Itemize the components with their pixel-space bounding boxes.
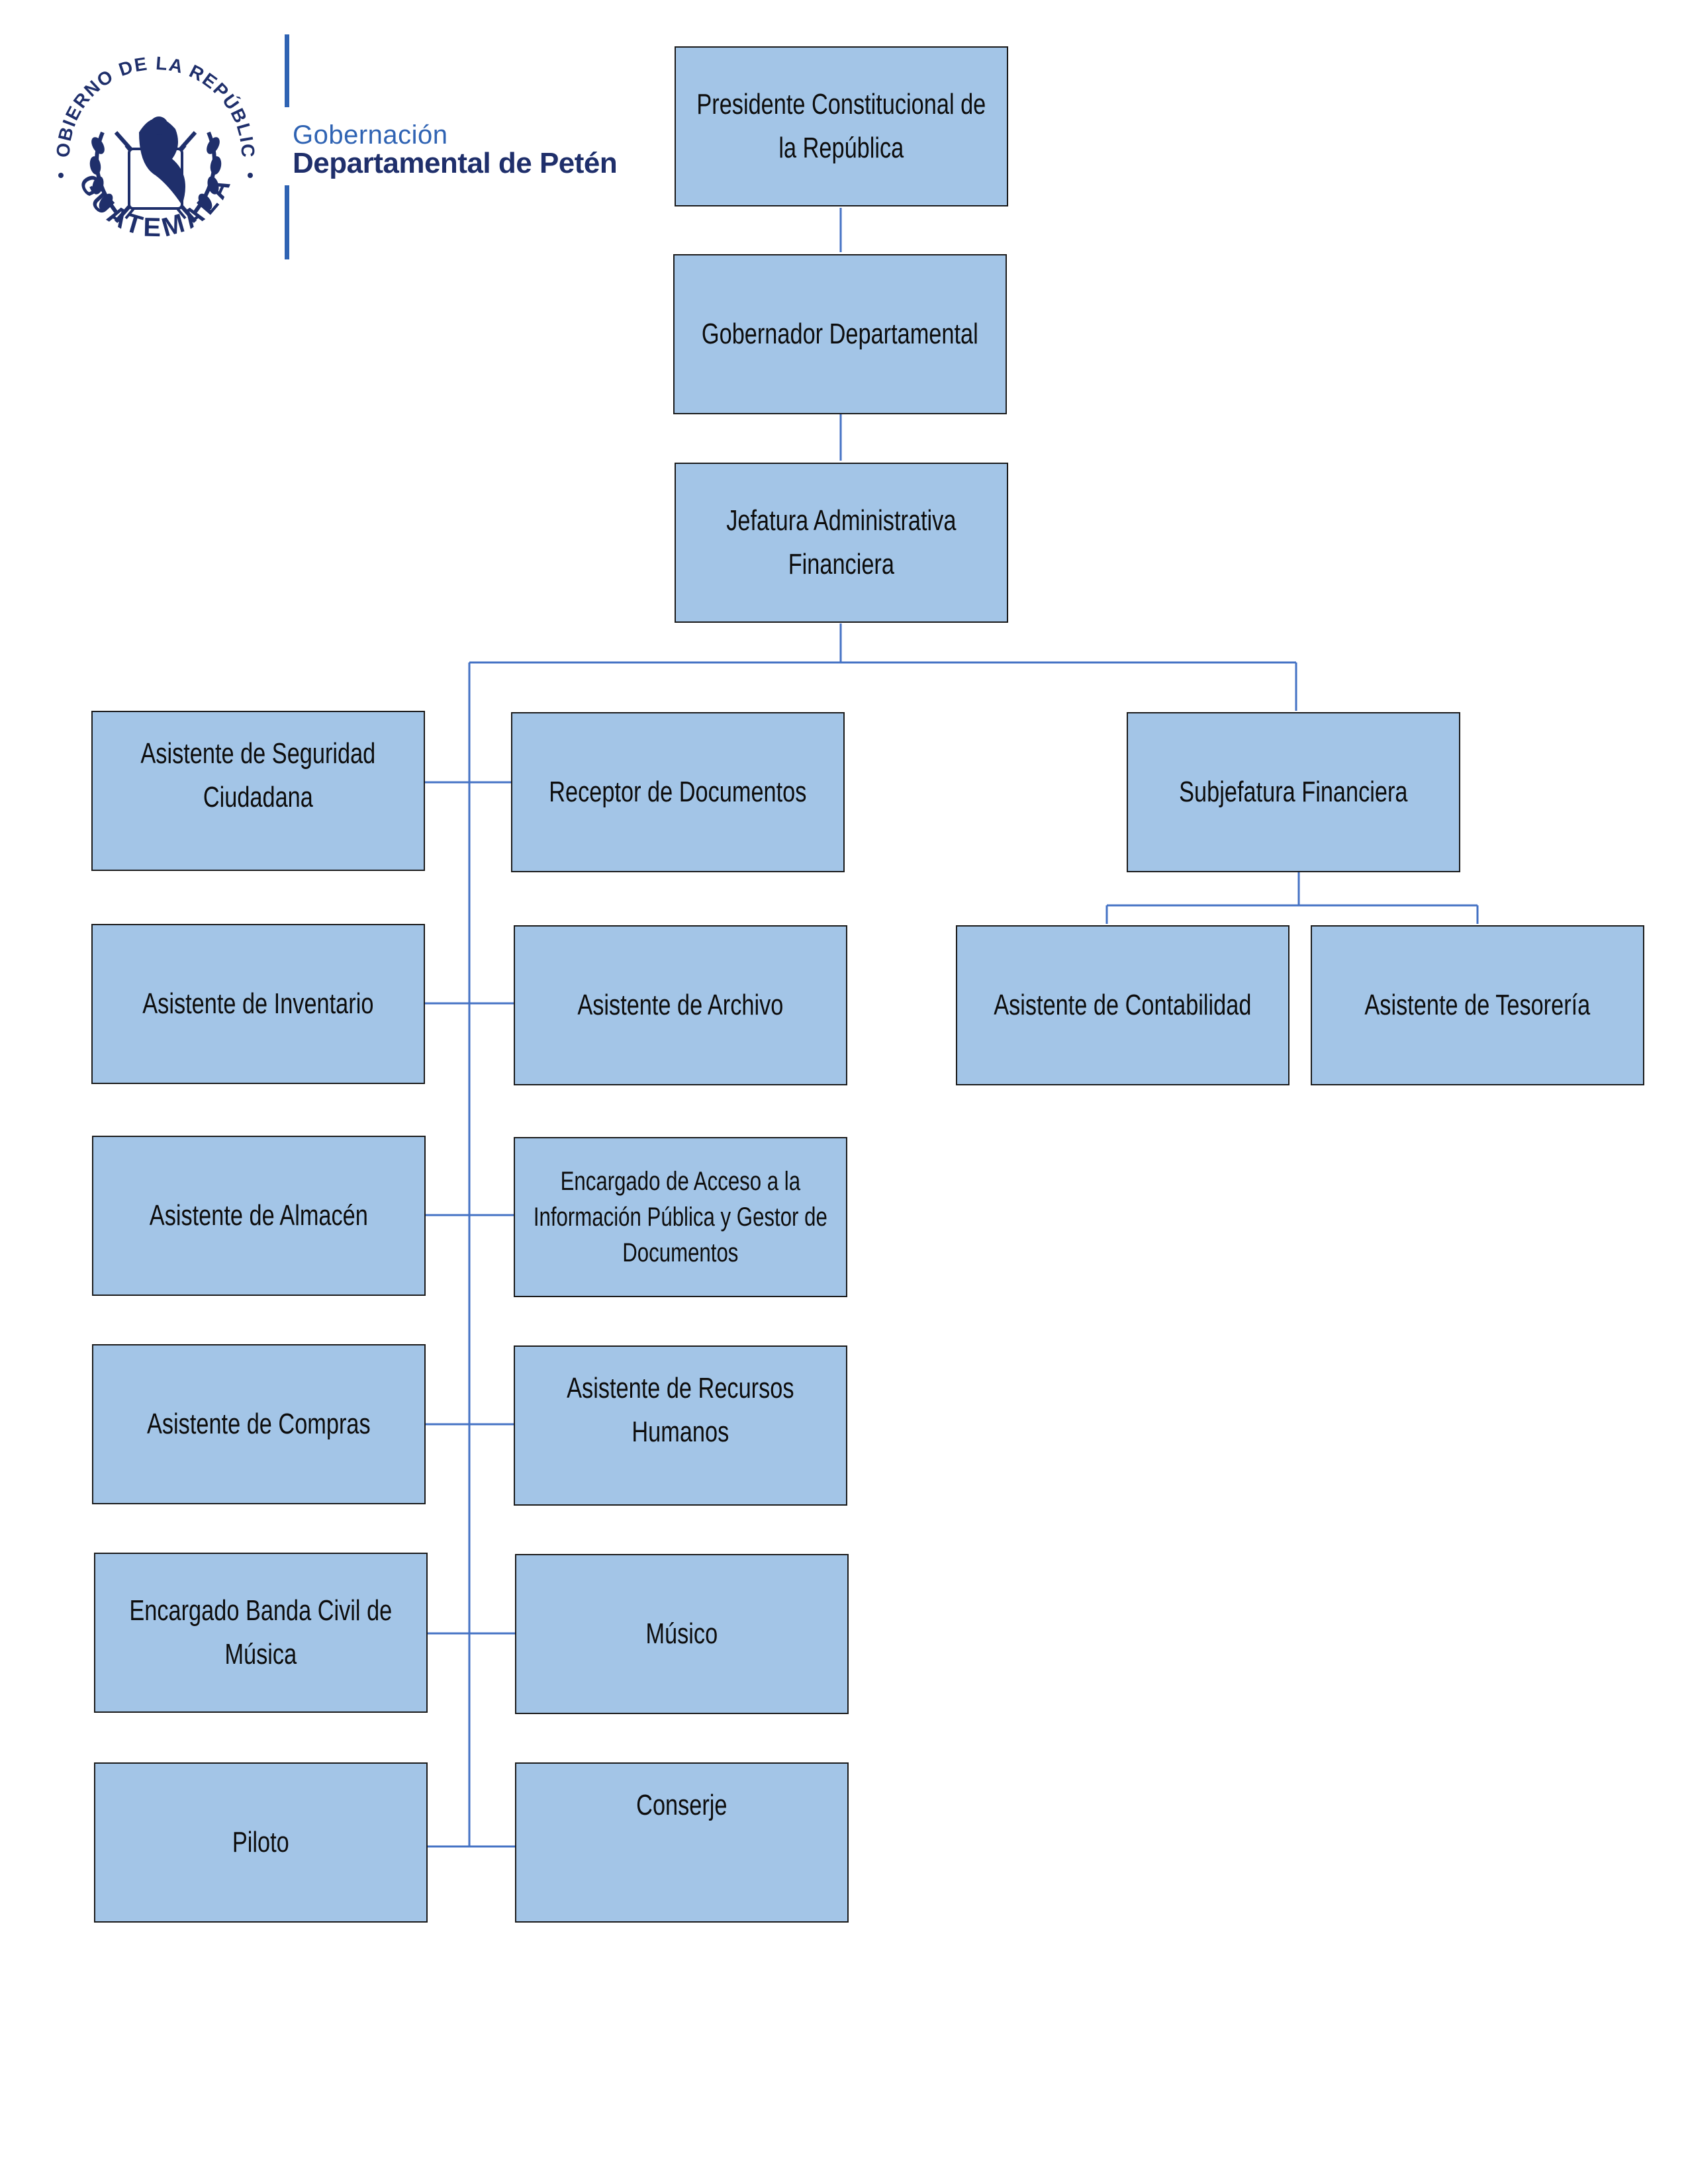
box-label: Asistente de Seguridad Ciudadana [140, 737, 376, 813]
box-subjefatura-financiera: Subjefatura Financiera [1127, 712, 1460, 872]
box-recursos-humanos: Asistente de Recursos Humanos [514, 1345, 847, 1506]
box-label: Receptor de Documentos [549, 776, 807, 808]
box-receptor-documentos: Receptor de Documentos [511, 712, 845, 872]
box-admin-head: Jefatura Administrativa Financiera [675, 463, 1008, 623]
box-president: Presidente Constitucional de la Repúblic… [675, 46, 1008, 206]
guatemala-seal-icon: GOBIERNO DE LA REPÚBLICA GUATEMALA [40, 33, 257, 242]
box-compras: Asistente de Compras [92, 1344, 426, 1504]
box-inventario: Asistente de Inventario [91, 924, 425, 1084]
box-label: Conserje [636, 1789, 727, 1821]
box-label: Asistente de Contabilidad [994, 989, 1252, 1021]
box-governor: Gobernador Departamental [673, 254, 1007, 414]
box-label: Jefatura Administrativa Financiera [726, 504, 957, 580]
box-tesoreria: Asistente de Tesorería [1311, 925, 1644, 1085]
box-archivo: Asistente de Archivo [514, 925, 847, 1085]
logo-text-departamental: Departamental de Petén [293, 147, 618, 179]
box-piloto: Piloto [94, 1762, 428, 1923]
box-seguridad-ciudadana: Asistente de Seguridad Ciudadana [91, 711, 425, 871]
box-label: Asistente de Compras [147, 1408, 371, 1440]
box-label: Asistente de Tesorería [1364, 989, 1591, 1021]
logo-divider [285, 185, 289, 259]
box-label: Asistente de Inventario [142, 987, 374, 1020]
box-label: Músico [645, 1617, 718, 1650]
box-conserje: Conserje [515, 1762, 849, 1923]
box-musico: Músico [515, 1554, 849, 1714]
logo-text-gobernacion: Gobernación [293, 120, 448, 150]
box-label: Encargado de Acceso a la Información Púb… [534, 1167, 827, 1267]
box-almacen: Asistente de Almacén [92, 1136, 426, 1296]
box-label: Asistente de Recursos Humanos [567, 1372, 794, 1448]
box-label: Gobernador Departamental [702, 318, 978, 350]
box-label: Asistente de Archivo [577, 989, 784, 1021]
logo-divider [285, 34, 289, 107]
box-label: Piloto [232, 1826, 289, 1858]
box-label: Subjefatura Financiera [1179, 776, 1408, 808]
box-label: Presidente Constitucional de la Repúblic… [696, 88, 986, 164]
box-label: Encargado Banda Civil de Música [129, 1594, 393, 1670]
box-banda-civil: Encargado Banda Civil de Música [94, 1553, 428, 1713]
box-contabilidad: Asistente de Contabilidad [956, 925, 1289, 1085]
box-acceso-informacion: Encargado de Acceso a la Información Púb… [514, 1137, 847, 1297]
box-label: Asistente de Almacén [149, 1199, 369, 1232]
